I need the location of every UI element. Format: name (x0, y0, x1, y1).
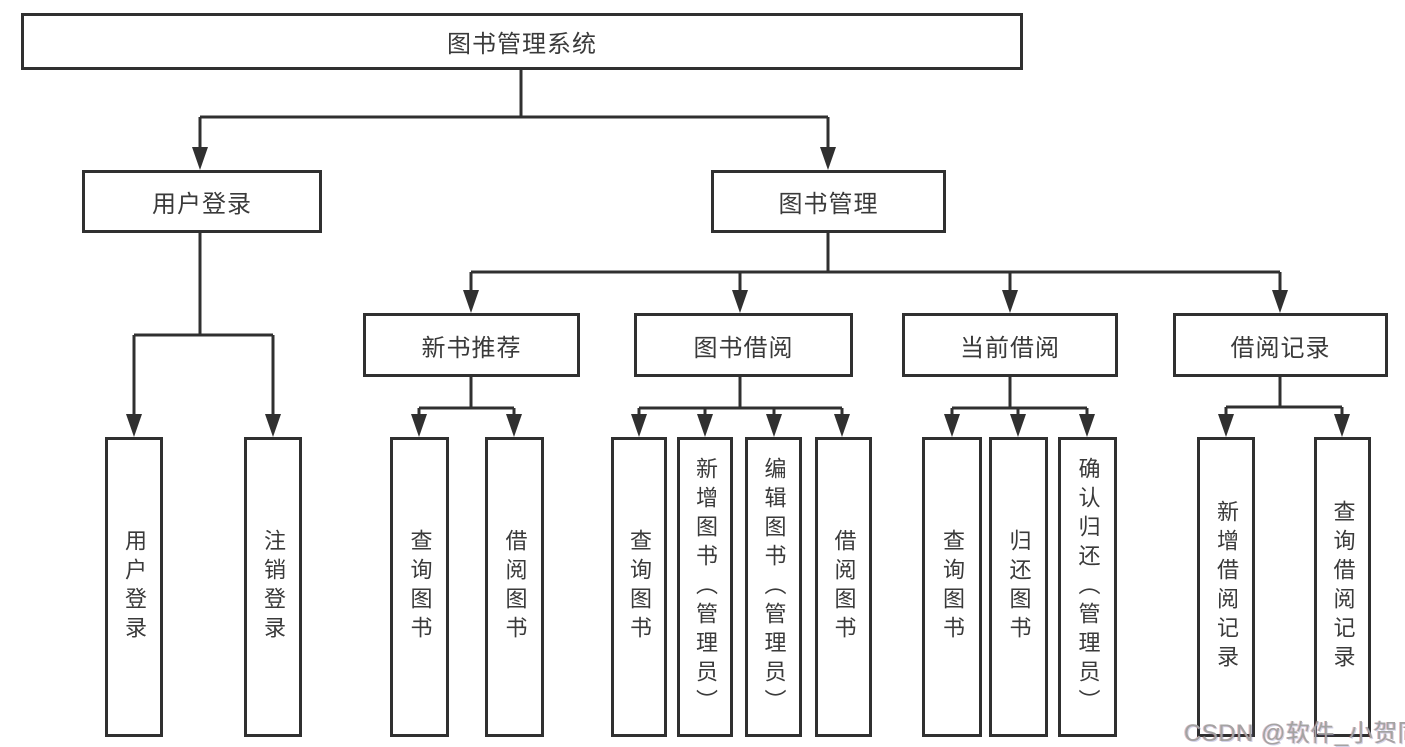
leaf-record-query-label: 查询借阅记录 (1330, 500, 1356, 674)
leaf-borrow-borrow-label: 借阅图书 (831, 529, 857, 645)
node-current-borrow: 当前借阅 (902, 313, 1118, 377)
leaf-newbook-borrow-label: 借阅图书 (502, 529, 528, 645)
leaf-borrow-add-admin: 新增图书（管理员） (677, 437, 733, 737)
leaf-current-query: 查询图书 (922, 437, 982, 737)
node-new-book-recommend-label: 新书推荐 (421, 334, 522, 362)
leaf-current-confirm-admin-label: 确认归还（管理员） (1075, 456, 1101, 718)
leaf-current-return-label: 归还图书 (1006, 529, 1032, 645)
node-new-book-recommend: 新书推荐 (363, 313, 580, 377)
leaf-record-add: 新增借阅记录 (1197, 437, 1255, 737)
leaf-borrow-edit-admin: 编辑图书（管理员） (745, 437, 802, 737)
leaf-logout-login: 注销登录 (244, 437, 302, 737)
leaf-user-login: 用户登录 (105, 437, 163, 737)
leaf-record-query: 查询借阅记录 (1314, 437, 1371, 737)
leaf-borrow-edit-admin-label: 编辑图书（管理员） (761, 456, 787, 718)
leaf-newbook-borrow: 借阅图书 (485, 437, 544, 737)
leaf-borrow-query: 查询图书 (611, 437, 667, 737)
leaf-newbook-query-label: 查询图书 (407, 529, 433, 645)
leaf-borrow-add-admin-label: 新增图书（管理员） (693, 456, 718, 718)
csdn-watermark: CSDN @软件_小贺同学 (1184, 720, 1405, 747)
leaf-newbook-query: 查询图书 (390, 437, 449, 737)
node-book-management-label: 图书管理 (778, 191, 879, 218)
leaf-current-return: 归还图书 (989, 437, 1048, 737)
leaf-borrow-query-label: 查询图书 (627, 529, 652, 645)
node-user-login-label: 用户登录 (152, 191, 252, 218)
node-root-label: 图书管理系统 (447, 31, 597, 58)
leaf-user-login-label: 用户登录 (122, 529, 147, 645)
node-borrow-records: 借阅记录 (1173, 313, 1388, 377)
leaf-record-add-label: 新增借阅记录 (1214, 500, 1239, 674)
leaf-current-confirm-admin: 确认归还（管理员） (1058, 437, 1117, 737)
node-book-borrow: 图书借阅 (634, 313, 853, 377)
node-book-management: 图书管理 (711, 170, 946, 233)
node-user-login: 用户登录 (82, 170, 322, 233)
node-root: 图书管理系统 (21, 13, 1023, 70)
leaf-borrow-borrow: 借阅图书 (815, 437, 872, 737)
node-book-borrow-label: 图书借阅 (693, 334, 794, 362)
node-current-borrow-label: 当前借阅 (960, 334, 1060, 362)
leaf-current-query-label: 查询图书 (940, 529, 965, 645)
leaf-logout-login-label: 注销登录 (261, 529, 286, 645)
node-borrow-records-label: 借阅记录 (1230, 334, 1331, 362)
